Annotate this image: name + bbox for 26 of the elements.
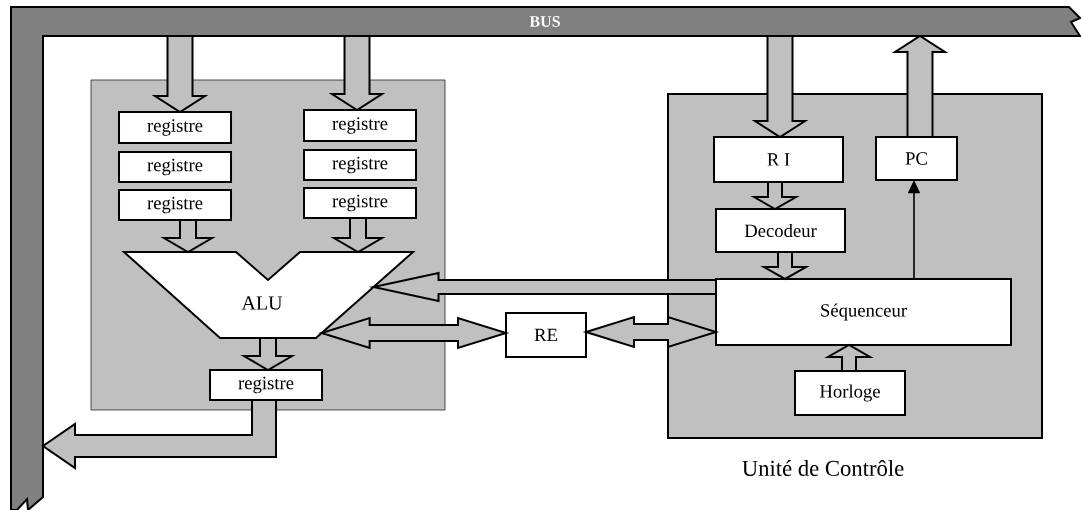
wide-arrow [151, 35, 209, 114]
register-box: RE [505, 312, 587, 358]
register-box: Horloge [794, 370, 906, 416]
wide-arrow [160, 219, 216, 254]
register-box: registre [303, 109, 417, 142]
wide-arrow [760, 251, 810, 281]
wide-arrow [41, 399, 277, 470]
wide-arrow [751, 35, 809, 139]
wide-arrow [750, 181, 800, 211]
register-box: registre [118, 151, 232, 183]
register-box: registre [118, 189, 232, 221]
wide-arrow [240, 337, 296, 372]
panel-title: Unité de Contrôle [742, 460, 904, 476]
register-box: PC [875, 136, 958, 181]
wide-arrow [328, 35, 386, 112]
register-box: Decodeur [715, 208, 846, 253]
register-box: registre [118, 111, 232, 144]
register-box: registre [303, 149, 417, 181]
register-box: registre [303, 187, 417, 219]
wide-arrow [891, 34, 949, 138]
wide-arrow [330, 217, 386, 254]
register-box: registre [209, 369, 323, 401]
wide-arrow [368, 271, 717, 303]
register-box: R I [713, 136, 844, 183]
register-box: Séquenceur [715, 278, 1012, 346]
wide-arrow [824, 343, 874, 372]
